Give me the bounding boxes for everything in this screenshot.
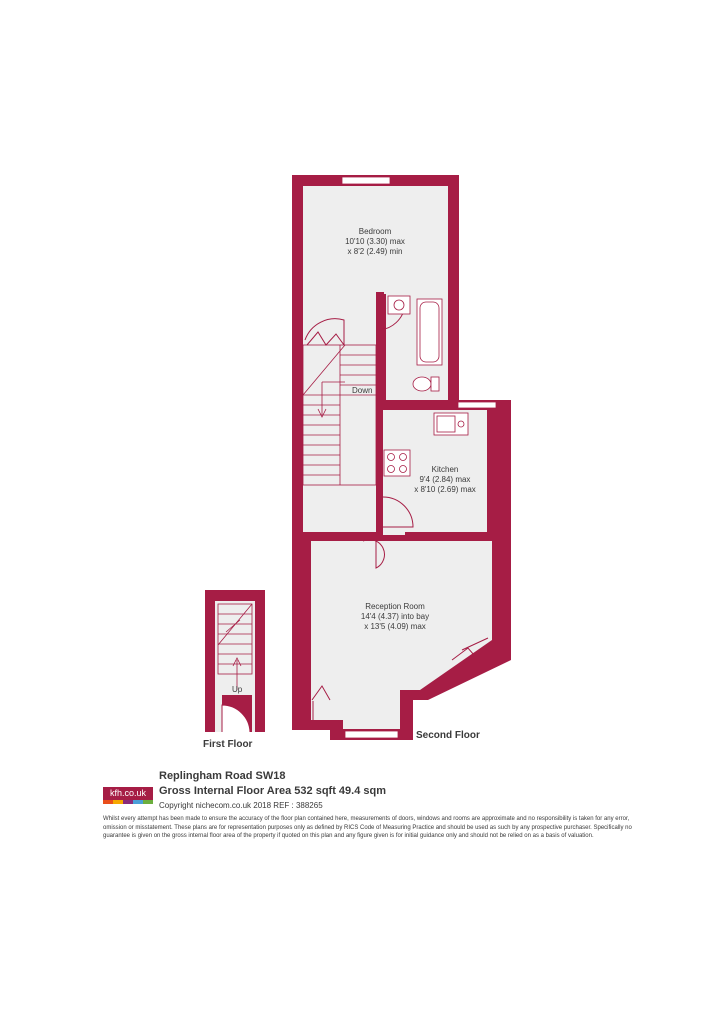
kitchen-fixtures [383, 412, 469, 477]
bedroom-dim-1: 10'10 (3.30) max [345, 237, 405, 246]
kfh-logo[interactable]: kfh.co.uk [103, 787, 153, 804]
first-floor [205, 590, 265, 733]
bedroom-name: Bedroom [359, 227, 392, 236]
kitchen-label: Kitchen 9'4 (2.84) max x 8'10 (2.69) max [414, 465, 476, 494]
kitchen-name: Kitchen [432, 465, 459, 474]
kitchen-dim-2: x 8'10 (2.69) max [414, 485, 476, 494]
floor-area: Gross Internal Floor Area 532 sqft 49.4 … [159, 785, 387, 797]
property-address: Replingham Road SW18 [159, 770, 286, 782]
kitchen-window [457, 401, 497, 409]
windows [341, 176, 497, 739]
logo-color-strip [103, 800, 153, 804]
first-floor-label: First Floor [203, 739, 253, 750]
second-floor-label: Second Floor [416, 730, 480, 741]
disclaimer: Whilst every attempt has been made to en… [103, 816, 632, 840]
bedroom-dim-2: x 8'2 (2.49) min [348, 247, 403, 256]
bedroom-label: Bedroom 10'10 (3.30) max x 8'2 (2.49) mi… [345, 227, 405, 256]
bathroom-fixtures [387, 295, 443, 392]
copyright: Copyright nichecom.co.uk 2018 REF : 3882… [159, 801, 323, 810]
stairs-down-label: Down [352, 386, 372, 395]
hob [383, 449, 411, 477]
reception-door-swing [362, 539, 385, 569]
reception-window [344, 730, 399, 739]
kitchen-door-swing [382, 496, 414, 528]
reception-dim-1: 14'4 (4.37) into bay [361, 612, 429, 621]
bedroom-door-swing [304, 318, 345, 345]
reception-name: Reception Room [365, 602, 425, 611]
logo-text: kfh.co.uk [109, 788, 147, 798]
kitchen-dim-1: 9'4 (2.84) max [420, 475, 471, 484]
reception-dim-2: x 13'5 (4.09) max [364, 622, 426, 631]
toilet [412, 376, 432, 392]
stairs-up-label: Up [232, 685, 243, 694]
bedroom-window [341, 176, 391, 185]
partition-walls [303, 292, 511, 720]
reception-label: Reception Room 14'4 (4.37) into bay x 13… [361, 602, 429, 631]
second-floor-stairs [302, 344, 377, 486]
